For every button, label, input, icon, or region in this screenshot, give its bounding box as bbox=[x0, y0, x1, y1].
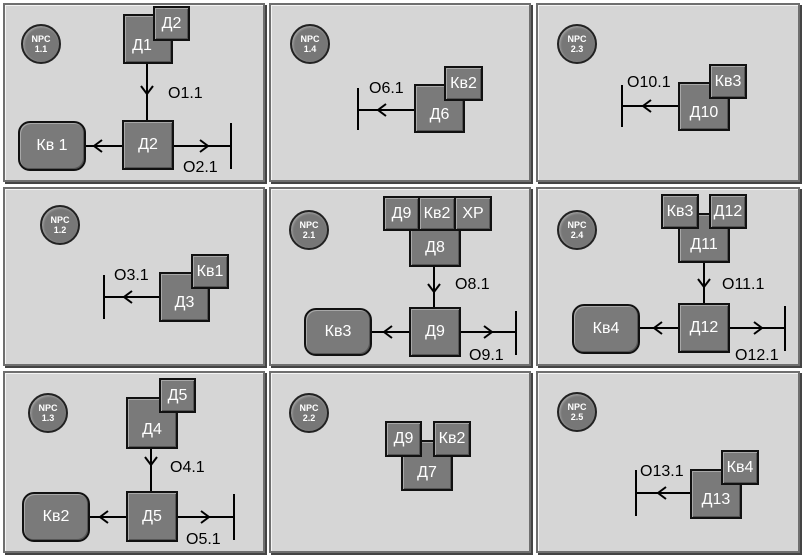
block-xp[interactable]: ХР bbox=[454, 196, 492, 231]
npc-badge-2-4: NPC 2.4 bbox=[557, 210, 597, 250]
block-label: Кв3 bbox=[666, 202, 694, 220]
link-label-o12-1: О12.1 bbox=[735, 347, 779, 364]
block-label: Кв2 bbox=[438, 430, 466, 447]
block-kv2[interactable]: Кв2 bbox=[433, 421, 471, 457]
badge-title: NPC bbox=[299, 220, 319, 230]
block-kv3[interactable]: Кв3 bbox=[709, 64, 747, 99]
block-label: Д7 bbox=[417, 463, 437, 481]
link-label-o8-1: О8.1 bbox=[455, 276, 490, 293]
block-label: Кв1 bbox=[196, 262, 224, 280]
npc-badge-1-2: NPC 1.2 bbox=[40, 205, 80, 245]
link-label-o11-1: О11.1 bbox=[722, 276, 765, 293]
link-label-o4-1: О4.1 bbox=[170, 459, 205, 476]
block-label: Кв2 bbox=[42, 508, 70, 525]
badge-number: 2.2 bbox=[302, 413, 316, 423]
block-d2-top[interactable]: Д2 bbox=[153, 6, 190, 41]
block-kv4[interactable]: Кв4 bbox=[572, 304, 640, 354]
block-label: Д6 bbox=[429, 105, 450, 123]
block-kv1[interactable]: Кв1 bbox=[191, 254, 229, 289]
npc-badge-2-5: NPC 2.5 bbox=[557, 392, 597, 432]
npc-badge-2-2: NPC 2.2 bbox=[289, 393, 329, 433]
block-kv2[interactable]: Кв2 bbox=[22, 492, 90, 542]
badge-number: 1.1 bbox=[34, 44, 48, 54]
block-label: Д10 bbox=[689, 103, 719, 121]
block-label: Д9 bbox=[393, 430, 414, 447]
block-label: Д9 bbox=[425, 323, 445, 340]
block-label: Д5 bbox=[142, 507, 162, 525]
badge-number: 2.3 bbox=[570, 44, 584, 54]
badge-number: 2.1 bbox=[302, 230, 316, 240]
block-label: ХР bbox=[462, 204, 484, 222]
npc-badge-2-3: NPC 2.3 bbox=[557, 24, 597, 64]
badge-title: NPC bbox=[567, 220, 587, 230]
block-label: Д12 bbox=[689, 319, 719, 336]
block-label: Д3 bbox=[174, 294, 195, 311]
block-label: Кв3 bbox=[324, 323, 352, 340]
badge-number: 1.4 bbox=[303, 44, 317, 54]
block-kv2[interactable]: Кв2 bbox=[444, 66, 483, 101]
block-d5-top[interactable]: Д5 bbox=[159, 378, 196, 413]
badge-title: NPC bbox=[31, 34, 51, 44]
block-label: Кв2 bbox=[450, 74, 477, 92]
block-kv4[interactable]: Кв4 bbox=[721, 450, 759, 485]
block-label: Д8 bbox=[425, 239, 445, 256]
block-label: Кв3 bbox=[714, 72, 742, 90]
badge-number: 1.2 bbox=[53, 225, 67, 235]
block-d12-top[interactable]: Д12 bbox=[709, 194, 747, 229]
block-label: Д4 bbox=[142, 421, 162, 438]
badge-title: NPC bbox=[567, 34, 587, 44]
block-label: Д13 bbox=[701, 491, 731, 508]
link-label-o10-1: О10.1 bbox=[627, 74, 671, 91]
block-d9[interactable]: Д9 bbox=[385, 421, 422, 457]
block-kv3[interactable]: Кв3 bbox=[304, 308, 372, 356]
badge-title: NPC bbox=[38, 403, 58, 413]
block-d2[interactable]: Д2 bbox=[122, 120, 174, 170]
block-label: Д12 bbox=[713, 202, 743, 220]
block-label: Кв4 bbox=[592, 320, 620, 337]
badge-number: 2.4 bbox=[570, 230, 584, 240]
link-label-o13-1: О13.1 bbox=[640, 463, 684, 480]
block-kv3[interactable]: Кв3 bbox=[661, 194, 699, 229]
block-kv1[interactable]: Кв 1 bbox=[18, 121, 86, 171]
npc-badge-1-3: NPC 1.3 bbox=[28, 393, 68, 433]
block-d9[interactable]: Д9 bbox=[409, 307, 461, 357]
link-label-o1-1: О1.1 bbox=[168, 85, 203, 102]
block-d12[interactable]: Д12 bbox=[678, 303, 730, 353]
npc-badge-1-1: NPC 1.1 bbox=[21, 24, 61, 64]
block-d5[interactable]: Д5 bbox=[126, 491, 178, 542]
block-label: Кв 1 bbox=[36, 137, 68, 154]
badge-number: 2.5 bbox=[570, 412, 584, 422]
block-label: Д5 bbox=[167, 386, 188, 404]
link-label-o5-1: О5.1 bbox=[186, 531, 221, 548]
block-label: Д2 bbox=[161, 14, 182, 32]
block-label: Кв2 bbox=[423, 204, 451, 222]
link-label-o9-1: О9.1 bbox=[469, 347, 504, 364]
block-kv2[interactable]: Кв2 bbox=[418, 196, 456, 231]
npc-badge-2-1: NPC 2.1 bbox=[289, 210, 329, 250]
block-label: Д9 bbox=[391, 204, 412, 222]
link-label-o2-1: О2.1 bbox=[183, 159, 218, 176]
block-d6[interactable]: Д6 bbox=[414, 84, 465, 133]
block-label: Д11 bbox=[690, 236, 718, 253]
link-label-o6-1: О6.1 bbox=[369, 80, 404, 97]
block-label: Д2 bbox=[138, 136, 158, 153]
badge-title: NPC bbox=[50, 215, 70, 225]
npc-badge-1-4: NPC 1.4 bbox=[290, 24, 330, 64]
block-label: Д1 bbox=[132, 37, 152, 54]
block-d9-top[interactable]: Д9 bbox=[383, 196, 420, 231]
block-label: Кв4 bbox=[726, 458, 754, 476]
badge-title: NPC bbox=[567, 402, 587, 412]
badge-title: NPC bbox=[300, 34, 320, 44]
link-label-o3-1: О3.1 bbox=[114, 267, 149, 284]
badge-title: NPC bbox=[299, 403, 319, 413]
badge-number: 1.3 bbox=[41, 413, 55, 423]
